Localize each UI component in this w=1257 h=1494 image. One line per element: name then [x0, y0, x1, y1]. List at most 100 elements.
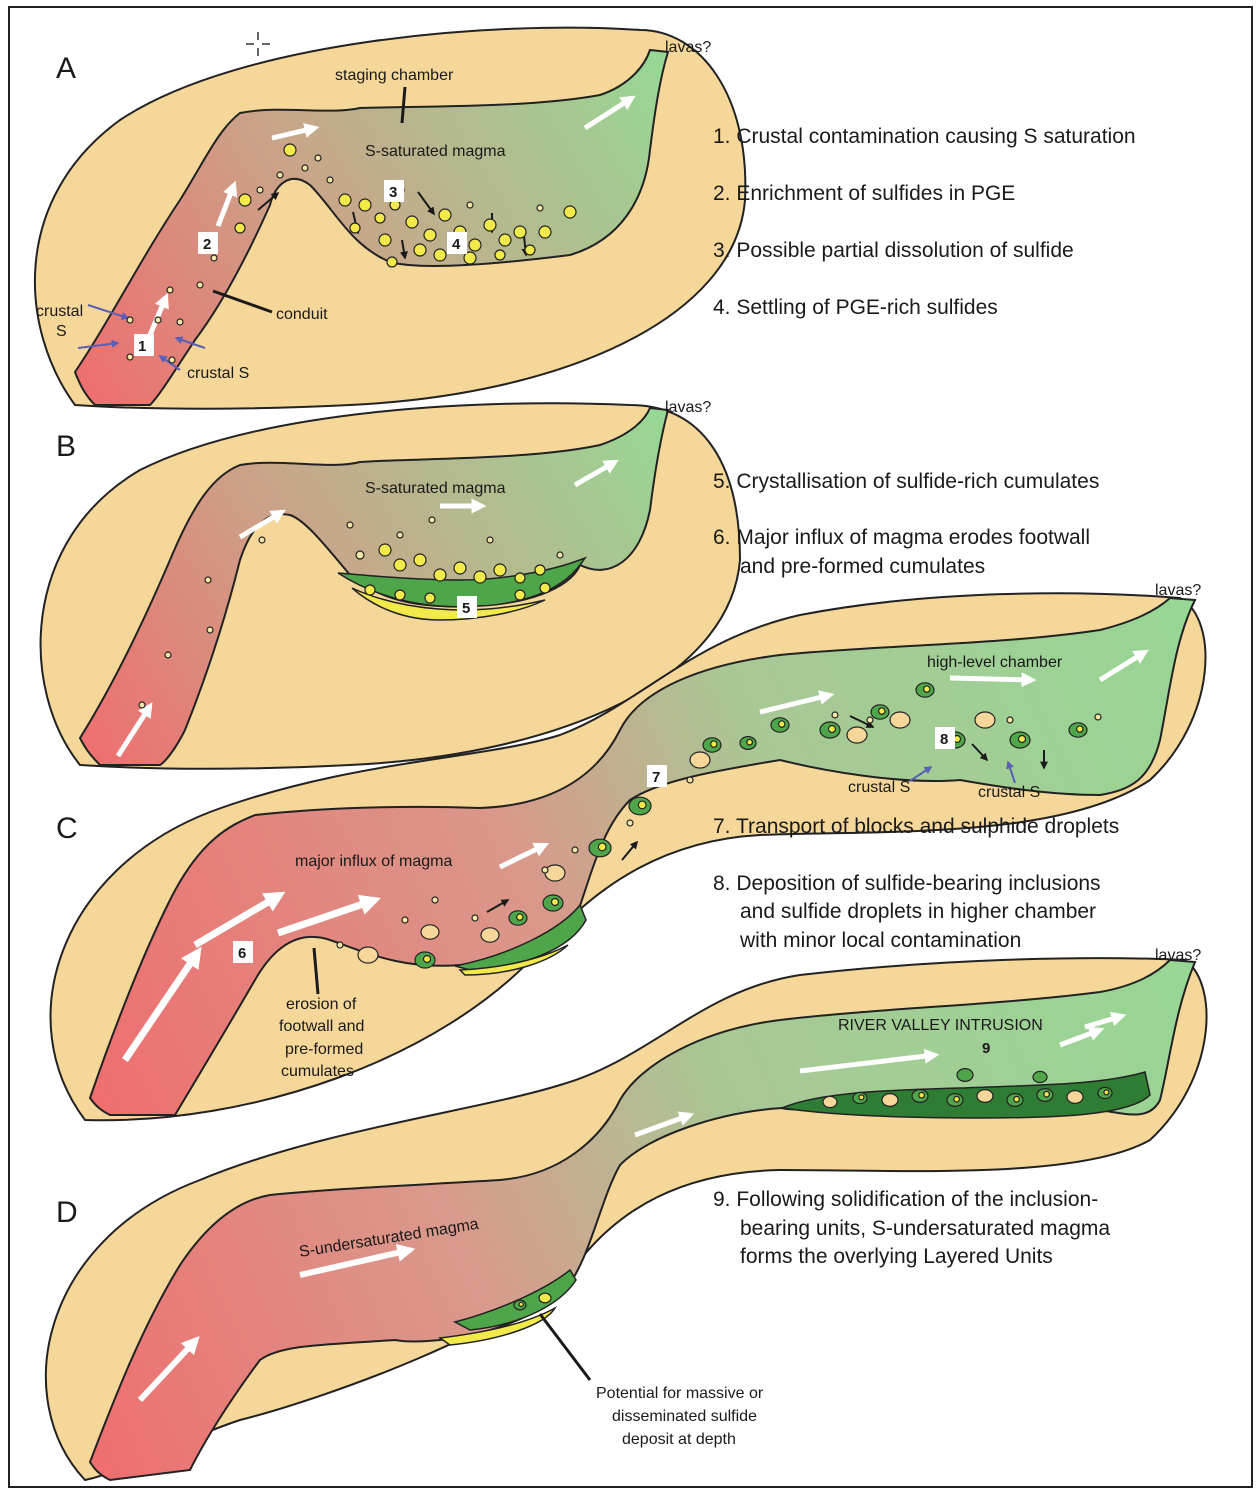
sulfide-droplet — [487, 537, 493, 543]
sulfide-droplet — [472, 915, 478, 921]
inclusion-block — [358, 947, 378, 963]
sulfide-droplet — [517, 914, 523, 920]
inclusion-block — [847, 727, 867, 743]
sulfide-droplet — [414, 554, 426, 566]
sulfide-droplet — [277, 172, 283, 178]
marker-3: 3 — [384, 180, 404, 202]
sulfide-droplet — [432, 897, 438, 903]
sulfide-droplet — [514, 226, 526, 238]
sulfide-droplet — [211, 255, 217, 261]
sulfide-droplet — [467, 202, 473, 208]
sulfide-droplet — [387, 257, 397, 267]
sulfide-droplet — [347, 522, 353, 528]
sulfide-droplet — [499, 234, 511, 246]
marker-1: 1 — [134, 334, 154, 356]
sulfide-droplet — [139, 702, 145, 708]
sulfide-droplet — [859, 1095, 864, 1100]
step-2: 2. Enrichment of sulfides in PGE — [713, 182, 1015, 205]
potential-deposit-leader — [540, 1314, 590, 1380]
lavas-label-c: lavas? — [1155, 582, 1201, 599]
s-saturated-label-b: S-saturated magma — [365, 480, 506, 497]
inclusion-block — [975, 712, 995, 728]
sulfide-droplet — [539, 226, 551, 238]
sulfide-droplet — [954, 1096, 960, 1102]
sulfide-droplet — [327, 177, 333, 183]
step-4: 4. Settling of PGE-rich sulfides — [713, 296, 998, 319]
sulfide-droplet — [495, 250, 505, 260]
sulfide-droplet — [429, 517, 435, 523]
sulfide-droplet — [515, 590, 525, 600]
sulfide-droplet — [167, 287, 173, 293]
sulfide-droplet — [519, 1302, 523, 1306]
sulfide-droplet — [259, 537, 265, 543]
sulfide-droplet — [337, 942, 343, 948]
step-6: 6. Major influx of magma erodes footwall… — [713, 526, 1096, 578]
sulfide-droplet — [424, 956, 431, 963]
lavas-label-b: lavas? — [665, 399, 711, 416]
major-influx-label: major influx of magma — [295, 853, 452, 870]
sulfide-droplet — [359, 199, 371, 211]
marker-6: 6 — [233, 941, 253, 963]
crustal-s-label-c1: crustal S — [848, 779, 910, 796]
step-9: 9. Following solidification of the inclu… — [713, 1188, 1116, 1268]
sulfide-droplet — [127, 317, 133, 323]
sulfide-droplet — [434, 569, 446, 581]
sulfide-droplet — [197, 282, 203, 288]
svg-text:1: 1 — [138, 338, 146, 355]
svg-text:2: 2 — [203, 236, 211, 253]
sulfide-droplet — [169, 357, 175, 363]
s-saturated-label-a: S-saturated magma — [365, 143, 506, 160]
sulfide-droplet — [1095, 714, 1101, 720]
sulfide-droplet — [484, 219, 496, 231]
sulfide-droplet — [155, 317, 161, 323]
sulfide-droplet — [302, 165, 308, 171]
sulfide-droplet — [350, 223, 360, 233]
inclusion-block — [690, 752, 710, 768]
potential-deposit-label: Potential for massive or disseminated su… — [596, 1385, 768, 1448]
sulfide-droplet — [205, 577, 211, 583]
sulfide-droplet — [402, 917, 408, 923]
sulfide-droplet — [235, 223, 245, 233]
sulfide-droplet — [627, 820, 633, 826]
svg-text:3: 3 — [389, 184, 397, 201]
sulfide-droplet — [1077, 726, 1083, 732]
crosshair-cursor-icon — [246, 32, 270, 56]
sulfide-droplet — [1014, 1096, 1020, 1102]
svg-text:6: 6 — [238, 945, 246, 962]
lavas-label-a: lavas? — [665, 39, 711, 56]
inclusion-block — [957, 1069, 973, 1082]
inclusion-block — [481, 928, 499, 942]
marker-5: 5 — [457, 596, 477, 618]
sulfide-droplet — [394, 559, 406, 571]
lavas-label-d: lavas? — [1155, 947, 1201, 964]
sulfide-droplet — [356, 551, 364, 559]
crustal-label: crustal — [36, 303, 83, 320]
sulfide-droplet — [525, 245, 535, 255]
sulfide-droplet — [379, 544, 391, 556]
inclusion-block — [1033, 1071, 1047, 1082]
sulfide-droplet — [919, 1092, 925, 1098]
sulfide-droplet — [564, 206, 576, 218]
sulfide-droplet — [557, 552, 563, 558]
sulfide-droplet — [552, 899, 559, 906]
flow-arrow — [950, 678, 1032, 680]
sulfide-droplet — [924, 686, 930, 692]
marker-7: 7 — [647, 765, 667, 787]
sulfide-droplet — [867, 717, 873, 723]
step-7: 7. Transport of blocks and sulphide drop… — [713, 815, 1119, 838]
sulfide-droplet — [494, 564, 506, 576]
sulfide-droplet — [1104, 1090, 1109, 1095]
svg-text:9: 9 — [982, 1040, 990, 1057]
step-1: 1. Crustal contamination causing S satur… — [713, 125, 1136, 148]
sulfide-droplet — [779, 721, 785, 727]
sulfide-droplet — [687, 777, 693, 783]
sulfide-droplet — [638, 801, 646, 809]
panel-letter-a: A — [56, 52, 76, 85]
sulfide-droplet — [177, 319, 183, 325]
panel-letter-d: D — [56, 1196, 78, 1229]
sulfide-droplet — [315, 155, 321, 161]
sulfide-droplet — [711, 741, 717, 747]
sulfide-droplet — [1044, 1091, 1050, 1097]
marker-8: 8 — [935, 727, 955, 749]
